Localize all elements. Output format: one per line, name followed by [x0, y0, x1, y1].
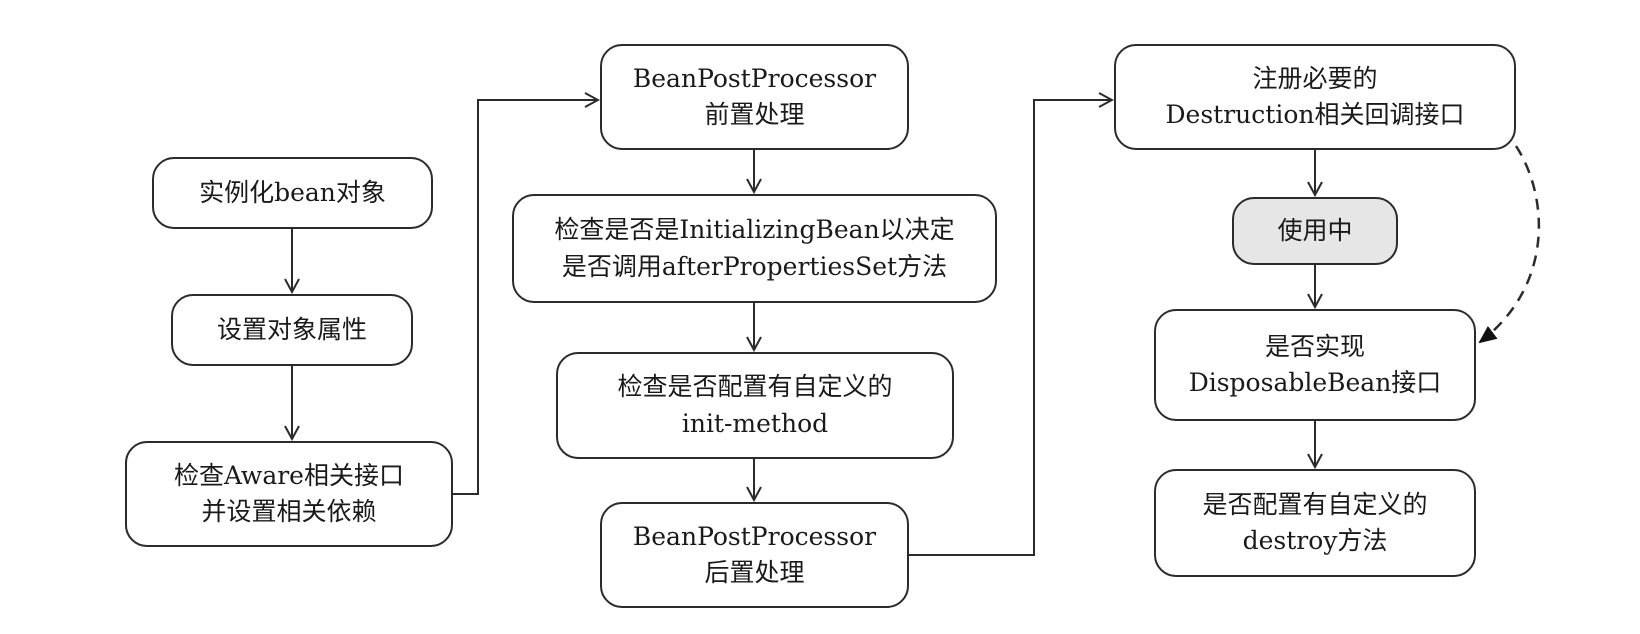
node-bpp-before-line-1: BeanPostProcessor — [632, 63, 877, 93]
node-disposable-bean-line-2: DisposableBean接口 — [1188, 368, 1442, 397]
arrow-aware-to-bpp-before — [453, 100, 598, 495]
dashed-arrow-destruction-to-disposable-bean — [1478, 145, 1541, 344]
node-set-properties-line-1: 设置对象属性 — [216, 314, 367, 344]
node-disposable-bean-line-1: 是否实现 — [1264, 331, 1365, 361]
node-in-use-line-1: 使用中 — [1277, 215, 1353, 245]
node-aware-interfaces-line-2: 并设置相关依赖 — [201, 497, 377, 526]
node-init-method: 检查是否配置有自定义的 init-method — [556, 352, 954, 459]
node-destruction-register-line-2: Destruction相关回调接口 — [1165, 100, 1465, 129]
node-init-method-line-1: 检查是否配置有自定义的 — [617, 372, 893, 402]
node-instantiate-bean-line-1: 实例化bean对象 — [199, 177, 386, 207]
node-destroy-method: 是否配置有自定义的 destroy方法 — [1154, 469, 1476, 577]
node-bpp-after: BeanPostProcessor 后置处理 — [600, 502, 909, 608]
node-disposable-bean: 是否实现 DisposableBean接口 — [1154, 309, 1476, 421]
node-destruction-register: 注册必要的 Destruction相关回调接口 — [1114, 44, 1516, 150]
node-in-use: 使用中 — [1232, 197, 1398, 265]
arrow-bpp-after-to-destruction-register — [909, 100, 1112, 556]
node-init-method-line-2: init-method — [681, 408, 829, 438]
node-destroy-method-line-1: 是否配置有自定义的 — [1202, 489, 1428, 519]
node-destroy-method-line-2: destroy方法 — [1242, 526, 1388, 555]
node-bpp-after-line-2: 后置处理 — [704, 558, 805, 587]
node-destruction-register-line-1: 注册必要的 — [1252, 63, 1378, 93]
node-initializing-bean-line-1: 检查是否是InitializingBean以决定 — [554, 215, 955, 245]
node-initializing-bean-line-2: 是否调用afterPropertiesSet方法 — [561, 251, 948, 281]
node-instantiate-bean: 实例化bean对象 — [152, 157, 433, 229]
node-bpp-before: BeanPostProcessor 前置处理 — [600, 44, 909, 150]
node-aware-interfaces: 检查Aware相关接口 并设置相关依赖 — [125, 441, 453, 547]
node-aware-interfaces-line-1: 检查Aware相关接口 — [174, 460, 404, 490]
node-initializing-bean: 检查是否是InitializingBean以决定 是否调用afterProper… — [512, 194, 997, 303]
node-bpp-after-line-1: BeanPostProcessor — [632, 521, 877, 551]
node-set-properties: 设置对象属性 — [171, 294, 413, 366]
node-bpp-before-line-2: 前置处理 — [704, 100, 805, 129]
